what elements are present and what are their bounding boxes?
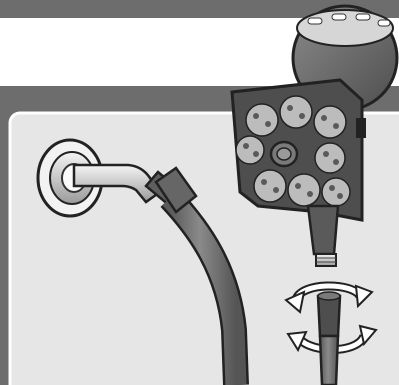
shower-arm-icon [36,138,184,218]
top-band [0,0,399,18]
massager-head-icon [230,78,366,267]
hose-connector-icon [316,291,342,385]
hose-icon [154,166,249,385]
